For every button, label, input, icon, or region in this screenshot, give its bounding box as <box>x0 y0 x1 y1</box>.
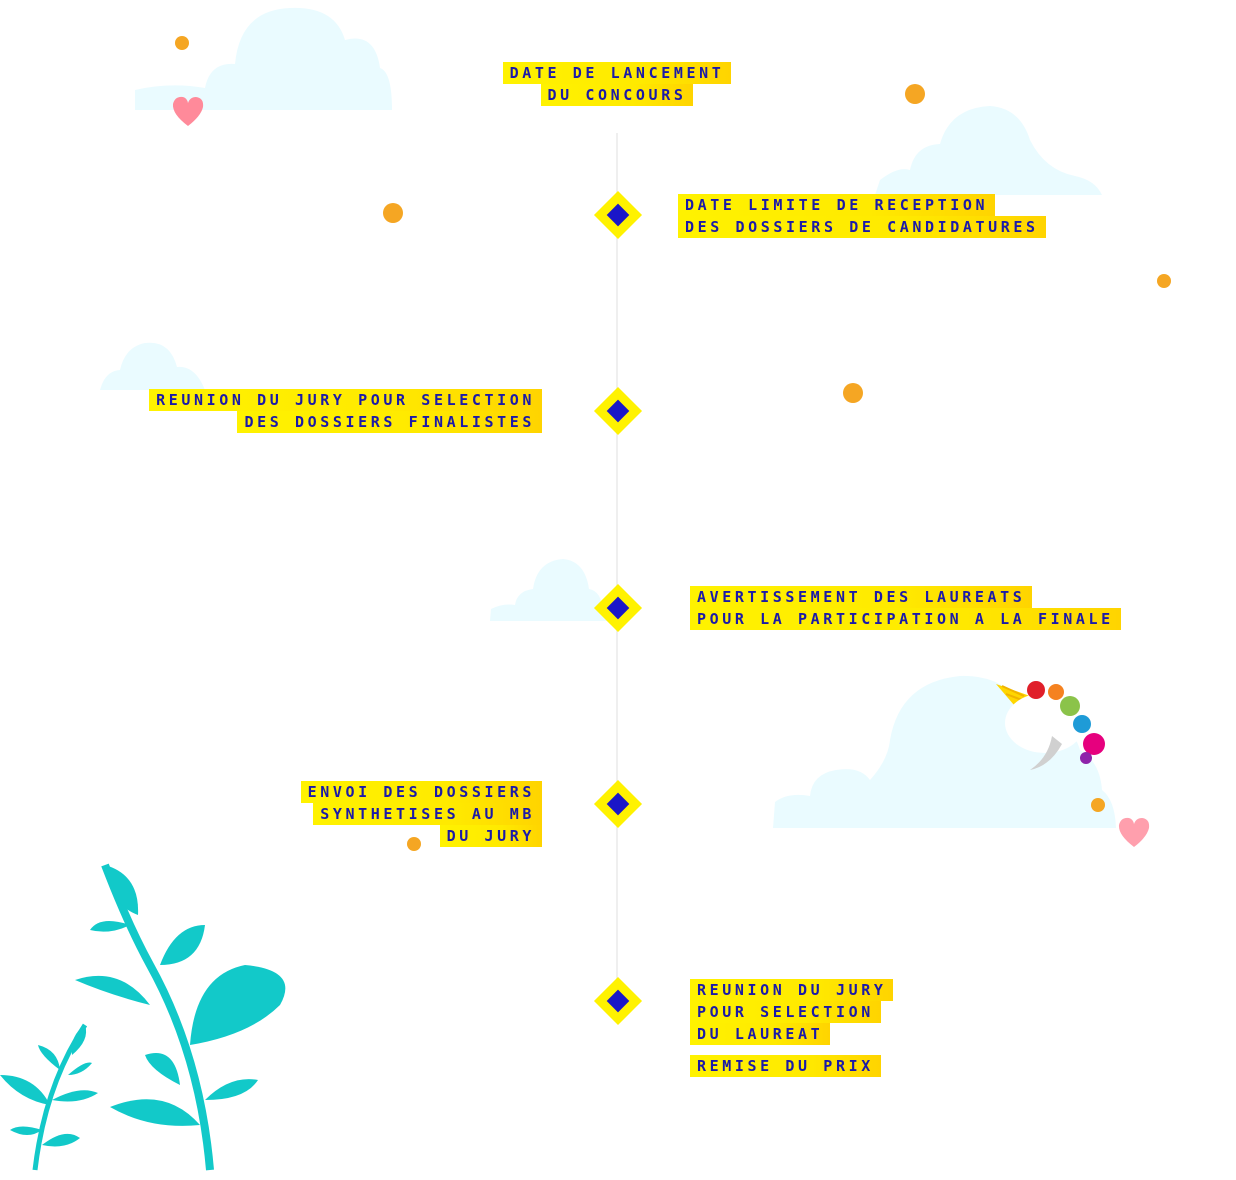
dot <box>905 84 925 104</box>
timeline-axis <box>616 133 618 1013</box>
label-line: Reunion du jury <box>690 979 894 1001</box>
timeline-step-3-label: Avertissement des laureats pour la parti… <box>690 586 1121 630</box>
timeline-marker <box>593 190 643 240</box>
dot <box>843 383 863 403</box>
timeline-start-label: Date de lancement du concours <box>472 62 762 106</box>
label-line: des dossiers finalistes <box>237 411 542 433</box>
label-line: du jury <box>439 825 542 847</box>
timeline-step-2-label: Reunion du jury pour selection des dossi… <box>40 389 542 433</box>
timeline-step-4-label: Envoi des dossiers synthetises au MB du … <box>180 781 542 847</box>
cloud-bottom-right <box>773 675 1116 828</box>
dot <box>383 203 403 223</box>
label-line: du laureat <box>690 1023 831 1045</box>
dot <box>175 36 189 50</box>
label-line: Remise du prix <box>690 1055 881 1077</box>
dot <box>407 837 421 851</box>
label-line: du concours <box>540 84 694 106</box>
timeline-step-5-label: Reunion du jury pour selection du laurea… <box>690 979 894 1077</box>
dot <box>1157 274 1171 288</box>
label-line: Avertissement des laureats <box>690 586 1033 608</box>
label-line: Date limite de reception <box>678 194 996 216</box>
cloud-mid-left <box>100 342 205 390</box>
label-line: synthetises au MB <box>313 803 542 825</box>
timeline-step-1-label: Date limite de reception des dossiers de… <box>678 194 1046 238</box>
label-line: pour selection <box>690 1001 881 1023</box>
leaves-icon <box>0 863 286 1171</box>
heart-icon <box>172 96 204 126</box>
cloud-top-left <box>135 7 392 111</box>
label-line: Date de lancement <box>502 62 732 84</box>
label-line: des dossiers de candidatures <box>678 216 1046 238</box>
label-line: pour la participation a la finale <box>690 608 1121 630</box>
timeline-marker <box>593 976 643 1026</box>
unicorn-icon <box>996 681 1105 770</box>
cloud-center <box>490 559 608 621</box>
label-line: Envoi des dossiers <box>300 781 542 803</box>
dot <box>1091 798 1105 812</box>
label-line: Reunion du jury pour selection <box>149 389 542 411</box>
timeline-marker <box>593 386 643 436</box>
cloud-top-right <box>875 106 1102 195</box>
heart-icon <box>1118 817 1150 847</box>
timeline-marker <box>593 779 643 829</box>
